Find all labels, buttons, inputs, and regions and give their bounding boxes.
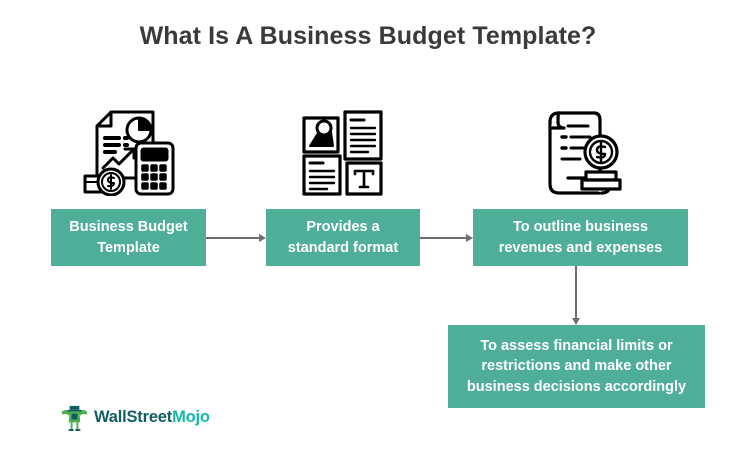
arrow-head: [572, 318, 580, 325]
arrow-right-icon-node1-to-node2: [206, 231, 266, 245]
brand-name-part-2: Mojo: [172, 407, 210, 426]
invoice-scroll-money-icon: [473, 108, 688, 196]
flow-node-business-budget-template[interactable]: Business Budget Template: [51, 209, 206, 266]
arrow-head: [466, 234, 473, 242]
flow-node-outline-revenues-expenses[interactable]: To outline business revenues and expense…: [473, 209, 688, 266]
arrow-shaft: [575, 266, 577, 318]
budget-report-calculator-icon: [51, 108, 206, 196]
page-title: What Is A Business Budget Template?: [139, 22, 597, 50]
standard-format-layout-glyph: [302, 110, 383, 196]
wallstreetmojo-bull-mascot-icon: [61, 405, 88, 431]
brand-logo[interactable]: WallStreetMojo: [60, 402, 210, 432]
invoice-scroll-money-glyph: [547, 111, 622, 195]
budget-report-calculator-glyph: [83, 110, 174, 196]
arrow-right-icon-node2-to-node3: [420, 231, 473, 245]
arrow-head: [259, 234, 266, 242]
standard-format-layout-icon: [266, 108, 420, 196]
flow-node-provides-standard-format[interactable]: Provides a standard format: [266, 209, 420, 266]
arrow-shaft: [420, 237, 466, 239]
brand-name: WallStreetMojo: [94, 408, 210, 427]
arrow-down-icon-node3-to-node4: [569, 266, 583, 325]
arrow-shaft: [206, 237, 259, 239]
flow-node-assess-financial-limits[interactable]: To assess financial limits or restrictio…: [448, 325, 705, 408]
brand-name-part-1: WallStreet: [94, 407, 173, 426]
